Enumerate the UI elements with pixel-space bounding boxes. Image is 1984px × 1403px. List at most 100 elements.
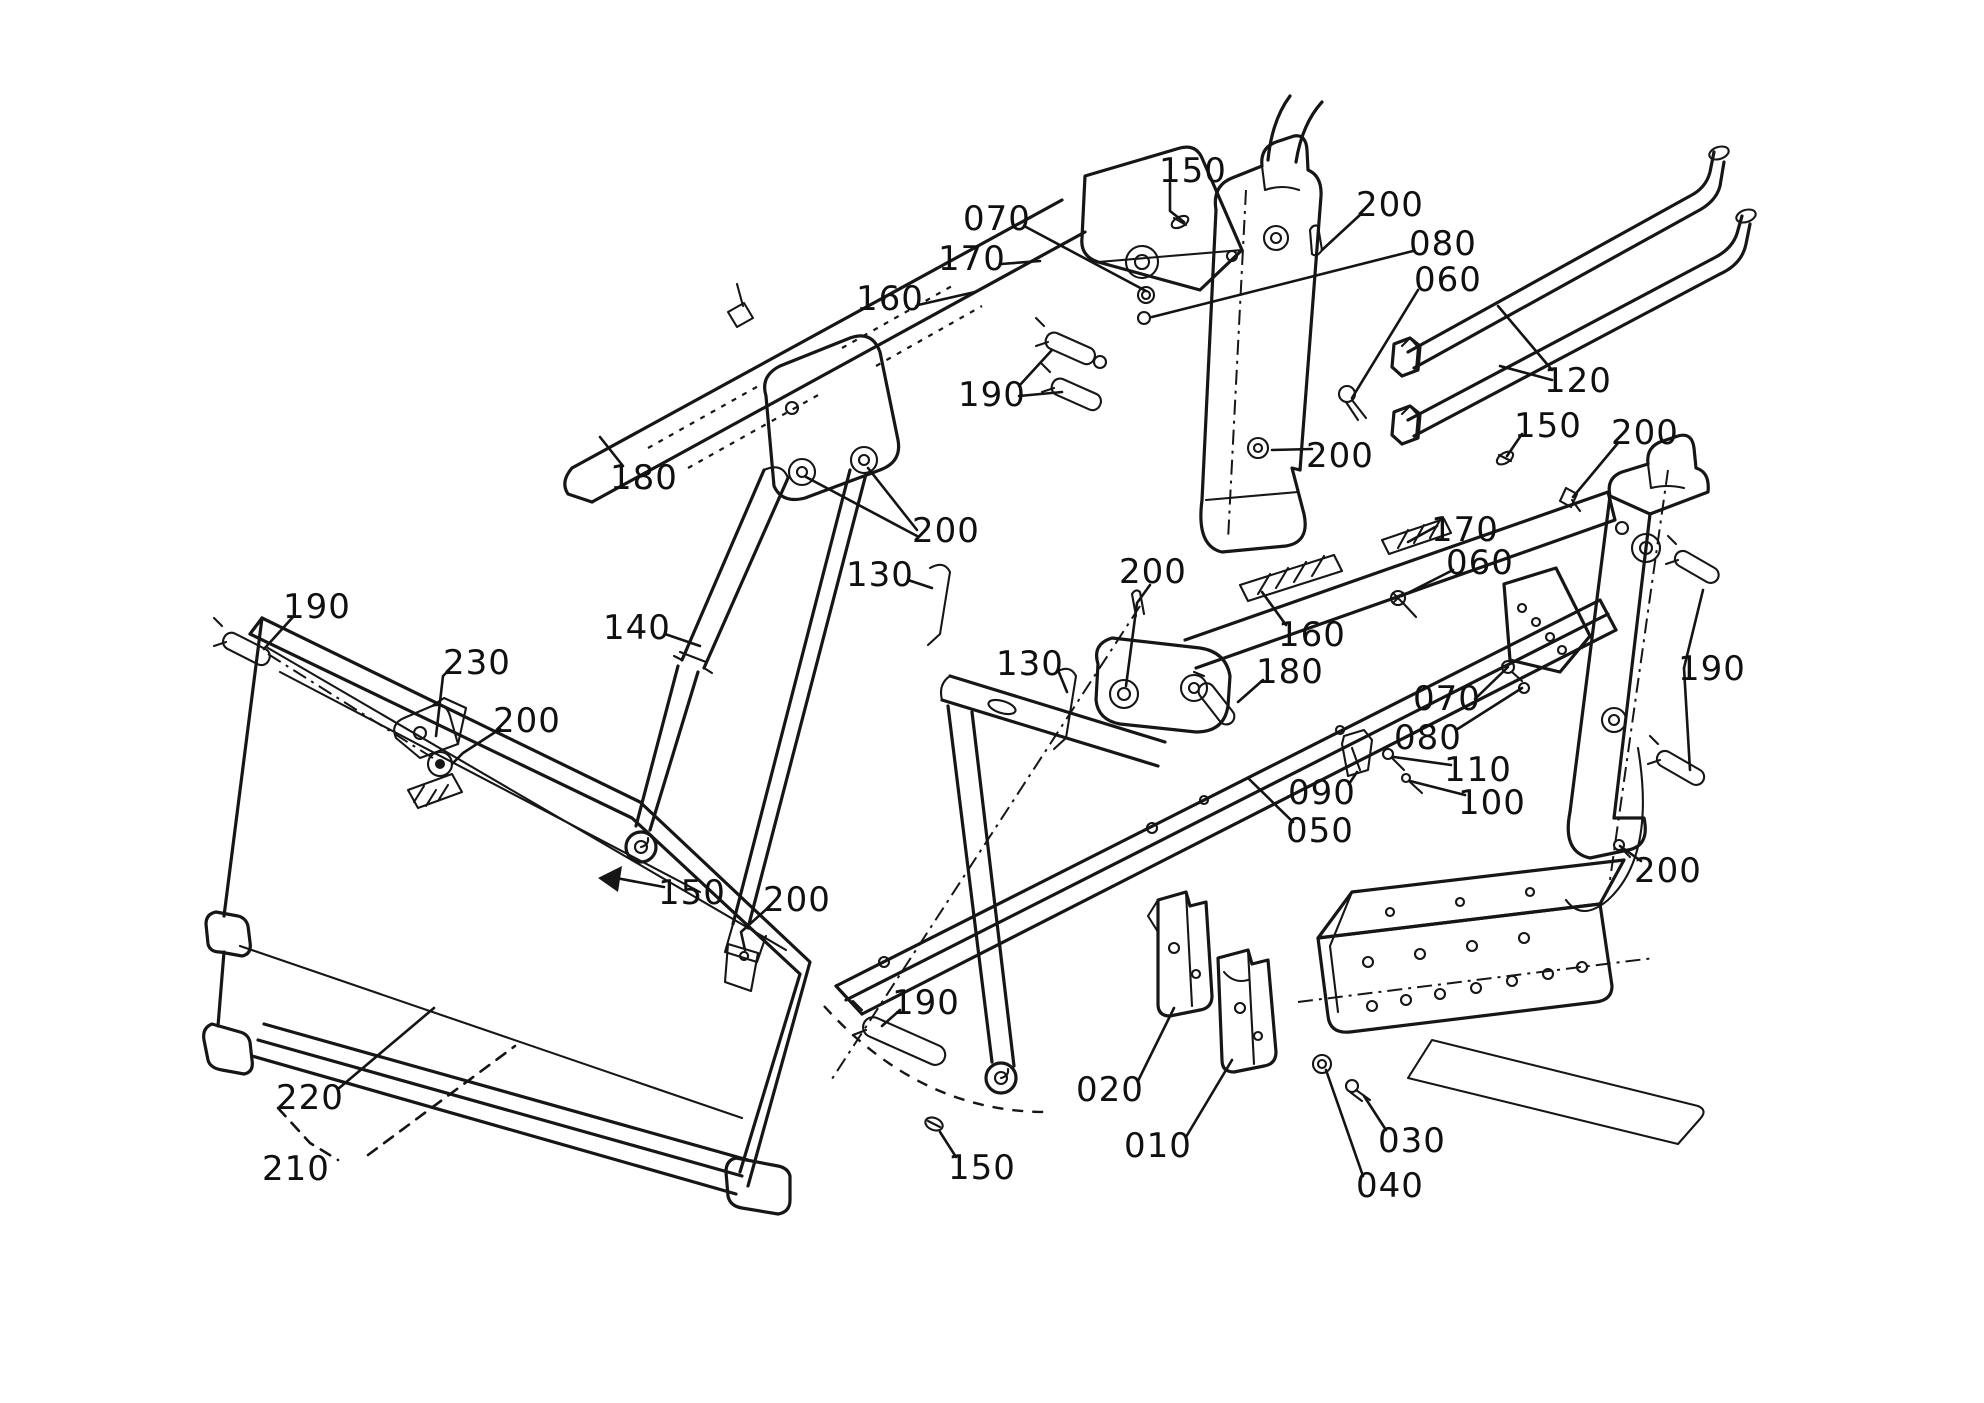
callout-200-12: 200	[804, 466, 980, 551]
leader-line	[1184, 1058, 1234, 1139]
leader-line	[1454, 686, 1524, 732]
ballast-box-drawing	[851, 858, 1705, 1146]
leader-line	[1505, 432, 1524, 458]
stand-right-drawing	[1389, 433, 1720, 913]
callout-200-41: 200	[1618, 844, 1701, 891]
part-number-label: 180	[1256, 652, 1324, 692]
callout-190-27: 190	[880, 983, 960, 1028]
part-number-label: 200	[493, 701, 561, 741]
callout-220-36: 220	[276, 1006, 436, 1118]
part-number-label: 080	[1409, 224, 1477, 264]
callout-190-33: 190	[262, 587, 351, 651]
callout-060-3: 060	[1350, 260, 1481, 400]
callout-090-24: 090	[1288, 770, 1359, 813]
part-number-label: 100	[1458, 783, 1526, 823]
callout-150-38: 150	[598, 866, 726, 913]
callout-030-31: 030	[1362, 1094, 1446, 1161]
callout-160-6: 160	[856, 279, 977, 319]
part-number-label: 190	[892, 983, 960, 1023]
leader-line	[1496, 304, 1554, 372]
callout-100-25: 100	[1408, 779, 1526, 823]
leader-line	[663, 632, 702, 648]
callout-180-11: 180	[598, 435, 678, 498]
part-number-label: 160	[856, 279, 924, 319]
callout-170-17: 170	[1406, 510, 1498, 550]
leader-line	[1168, 181, 1186, 224]
callout-150-30: 150	[938, 1130, 1015, 1188]
callout-080-22: 080	[1394, 686, 1524, 758]
callout-170-5: 170	[938, 239, 1042, 279]
leader-line	[866, 466, 919, 532]
part-number-label: 190	[958, 375, 1026, 415]
callout-130-14: 130	[846, 555, 934, 595]
leader-line	[1124, 583, 1152, 688]
callout-020-28: 020	[1076, 1006, 1176, 1110]
callout-130-15: 130	[996, 644, 1069, 694]
part-number-label: 030	[1378, 1121, 1446, 1161]
callout-120-8: 120	[1496, 304, 1612, 401]
leader-arrowhead	[598, 866, 622, 892]
leader-line	[804, 475, 919, 538]
part-number-label: 040	[1356, 1166, 1424, 1206]
part-number-label: 200	[1611, 413, 1679, 453]
callout-200-1: 200	[1320, 185, 1424, 252]
leader-line	[1362, 1094, 1388, 1132]
leader-line	[1350, 288, 1420, 400]
part-number-label: 070	[963, 199, 1031, 239]
part-number-label: 200	[912, 511, 980, 551]
leader-line	[450, 727, 502, 766]
subframe-tubes-drawing	[1390, 145, 1757, 446]
part-number-label: 130	[996, 644, 1064, 684]
leader-line	[880, 1008, 902, 1028]
callout-190-40: 190	[1678, 588, 1745, 772]
callout-080-2: 080	[1150, 224, 1477, 319]
part-number-label: 200	[1356, 185, 1424, 225]
part-number-label: 200	[763, 880, 831, 920]
callout-200-10: 200	[1571, 413, 1679, 499]
leader-line	[598, 435, 625, 468]
leader-line	[1136, 1006, 1176, 1083]
leader-line	[1682, 588, 1705, 670]
callout-040-32: 040	[1324, 1068, 1424, 1206]
part-number-label: 150	[1159, 151, 1227, 191]
boom-right-drawing	[563, 94, 1368, 554]
leader-line	[1473, 665, 1510, 701]
callout-150-0: 150	[1159, 151, 1227, 224]
part-number-label: 200	[1306, 436, 1374, 476]
part-number-label: 180	[610, 458, 678, 498]
leader-line	[336, 1006, 436, 1091]
leader-line	[1320, 212, 1363, 252]
callout-190-7: 190	[958, 348, 1064, 415]
leader-line	[1024, 225, 1148, 293]
part-number-label: 140	[603, 608, 671, 648]
leader-line	[916, 290, 977, 307]
part-number-label: 060	[1446, 543, 1514, 583]
part-number-label: 110	[1444, 750, 1512, 790]
leader-line	[366, 1044, 517, 1157]
part-number-label: 200	[1119, 552, 1187, 592]
leader-line	[1260, 590, 1288, 627]
part-number-label: 190	[283, 587, 351, 627]
part-number-label: 120	[1544, 361, 1612, 401]
part-number-label: 150	[1514, 406, 1582, 446]
leader-line	[938, 1130, 958, 1159]
leader-line	[1347, 770, 1359, 786]
leader-line	[1017, 348, 1054, 388]
callout-060-18: 060	[1400, 543, 1514, 598]
part-number-label: 220	[276, 1078, 344, 1118]
callout-200-19: 200	[1119, 552, 1187, 688]
part-number-label: 150	[658, 873, 726, 913]
leader-line	[614, 876, 666, 889]
part-number-label: 170	[938, 239, 1006, 279]
callout-010-29: 010	[1124, 1058, 1234, 1166]
part-number-label: 160	[1278, 615, 1346, 655]
leader-line	[262, 615, 295, 651]
part-number-label: 070	[1413, 679, 1481, 719]
leader-line	[1150, 249, 1415, 319]
leader-line	[1571, 441, 1620, 499]
part-number-label: 050	[1286, 811, 1354, 851]
leader-line	[1236, 678, 1265, 704]
callout-050-26: 050	[1246, 776, 1354, 851]
